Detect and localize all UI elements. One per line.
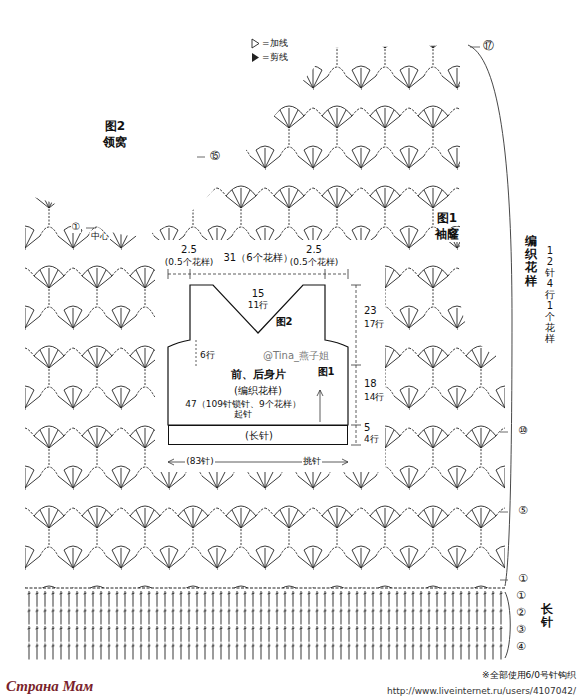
- row-number: ⑰: [482, 40, 495, 53]
- legend-sample-increase: [252, 39, 259, 48]
- row-number: ①: [71, 221, 82, 233]
- body-outline-path: [168, 285, 348, 425]
- legend-text: =加线: [262, 38, 288, 48]
- ribbing-bracket: [505, 592, 510, 658]
- label: @Tina_燕子姐: [263, 350, 329, 362]
- label: 编织花样: [524, 235, 538, 288]
- label: 领窝: [103, 136, 127, 150]
- label: 18: [364, 378, 377, 390]
- label: 袖窿: [434, 228, 460, 242]
- legend-text: =剪线: [262, 52, 288, 62]
- row-number: ⑮: [209, 150, 221, 162]
- foundation-chain: [25, 588, 505, 589]
- label: (83针): [185, 456, 214, 466]
- node-text: 前、后身片: [231, 369, 286, 382]
- row-arrows: [86, 47, 508, 580]
- node-text: 47（109针锁针、9个花样）起针: [181, 399, 305, 420]
- label: (0.5个花样): [290, 257, 338, 267]
- label: 挑针: [302, 456, 322, 466]
- label: 6行: [200, 350, 215, 360]
- label: 中心: [90, 231, 110, 241]
- label: 12针4行1个花样: [544, 245, 556, 344]
- ribbing-stitches: [25, 590, 505, 660]
- label: Страна Мам: [6, 678, 93, 695]
- label: 14行: [364, 392, 384, 402]
- row-number: ②: [515, 607, 527, 620]
- label: http://www.liveinternet.ru/users/4107042…: [387, 686, 576, 696]
- row-number: ⑤: [517, 505, 529, 518]
- row-number: ④: [515, 641, 527, 654]
- label: 图1: [436, 212, 458, 226]
- label: 图2: [276, 316, 293, 328]
- node-text: (长针): [245, 430, 273, 442]
- label: 17行: [364, 319, 384, 329]
- body-piece: 前、后身片 (编织花样) 47（109针锁针、9个花样）起针: [168, 285, 348, 425]
- ribbing-band: (长针): [168, 425, 348, 445]
- legend-sample-cut: [252, 53, 259, 62]
- label: 11行: [248, 300, 268, 310]
- label: (0.5个花样): [165, 257, 213, 267]
- fan-stitch-pattern: [0, 0, 579, 588]
- pattern-bracket: [468, 45, 512, 586]
- label: 图2: [105, 120, 125, 134]
- label: ※全部使用6/0号针钩织: [482, 670, 576, 680]
- schematic-ground: [155, 240, 385, 472]
- dimension-lines: [168, 269, 361, 465]
- label: 5: [364, 422, 370, 434]
- label: 4行: [364, 434, 379, 444]
- label: 31（6个花样）: [223, 252, 292, 264]
- label: 23: [364, 305, 377, 317]
- row-number: ③: [515, 624, 527, 637]
- label: 长针: [540, 603, 554, 629]
- node-text: (编织花样): [234, 385, 282, 397]
- label: 2.5: [306, 244, 322, 256]
- label: 2.5: [181, 244, 197, 256]
- row-number: ①: [517, 573, 529, 586]
- row-number: ①: [515, 590, 527, 603]
- label: 图1: [318, 366, 335, 378]
- row-number: ⑩: [517, 425, 529, 438]
- label: 15: [252, 288, 265, 300]
